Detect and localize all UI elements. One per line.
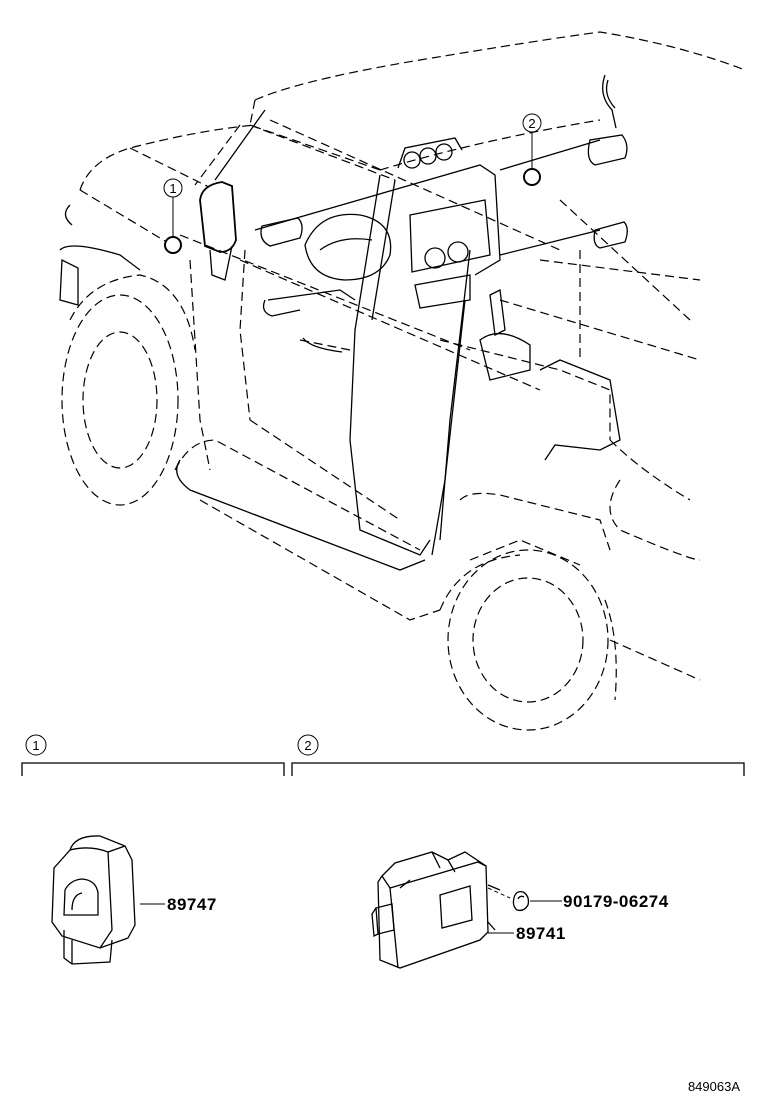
section-1-number: 1 — [32, 738, 39, 753]
part-number-89741: 89741 — [516, 924, 566, 943]
vehicle-illustration — [59, 31, 746, 731]
illustration-code: 849063A — [688, 1079, 740, 1094]
callout-2-on-vehicle: 2 — [522, 113, 542, 186]
part-number-90179-06274: 90179-06274 — [563, 892, 669, 911]
bolt-90179-06274-illustration — [487, 887, 530, 912]
callout-1-number: 1 — [169, 181, 176, 196]
sensor-location-1-marker — [164, 236, 182, 254]
callout-2-number: 2 — [528, 116, 535, 131]
section-1-header: 1 — [21, 734, 285, 776]
part-89741-illustration — [371, 851, 501, 969]
part-number-89747: 89747 — [167, 895, 217, 914]
part-89747-illustration — [51, 835, 136, 965]
sensor-location-2-marker — [523, 168, 541, 186]
callout-1-on-vehicle: 1 — [163, 178, 183, 254]
section-2-header: 2 — [291, 734, 745, 776]
section-2-number: 2 — [304, 738, 311, 753]
